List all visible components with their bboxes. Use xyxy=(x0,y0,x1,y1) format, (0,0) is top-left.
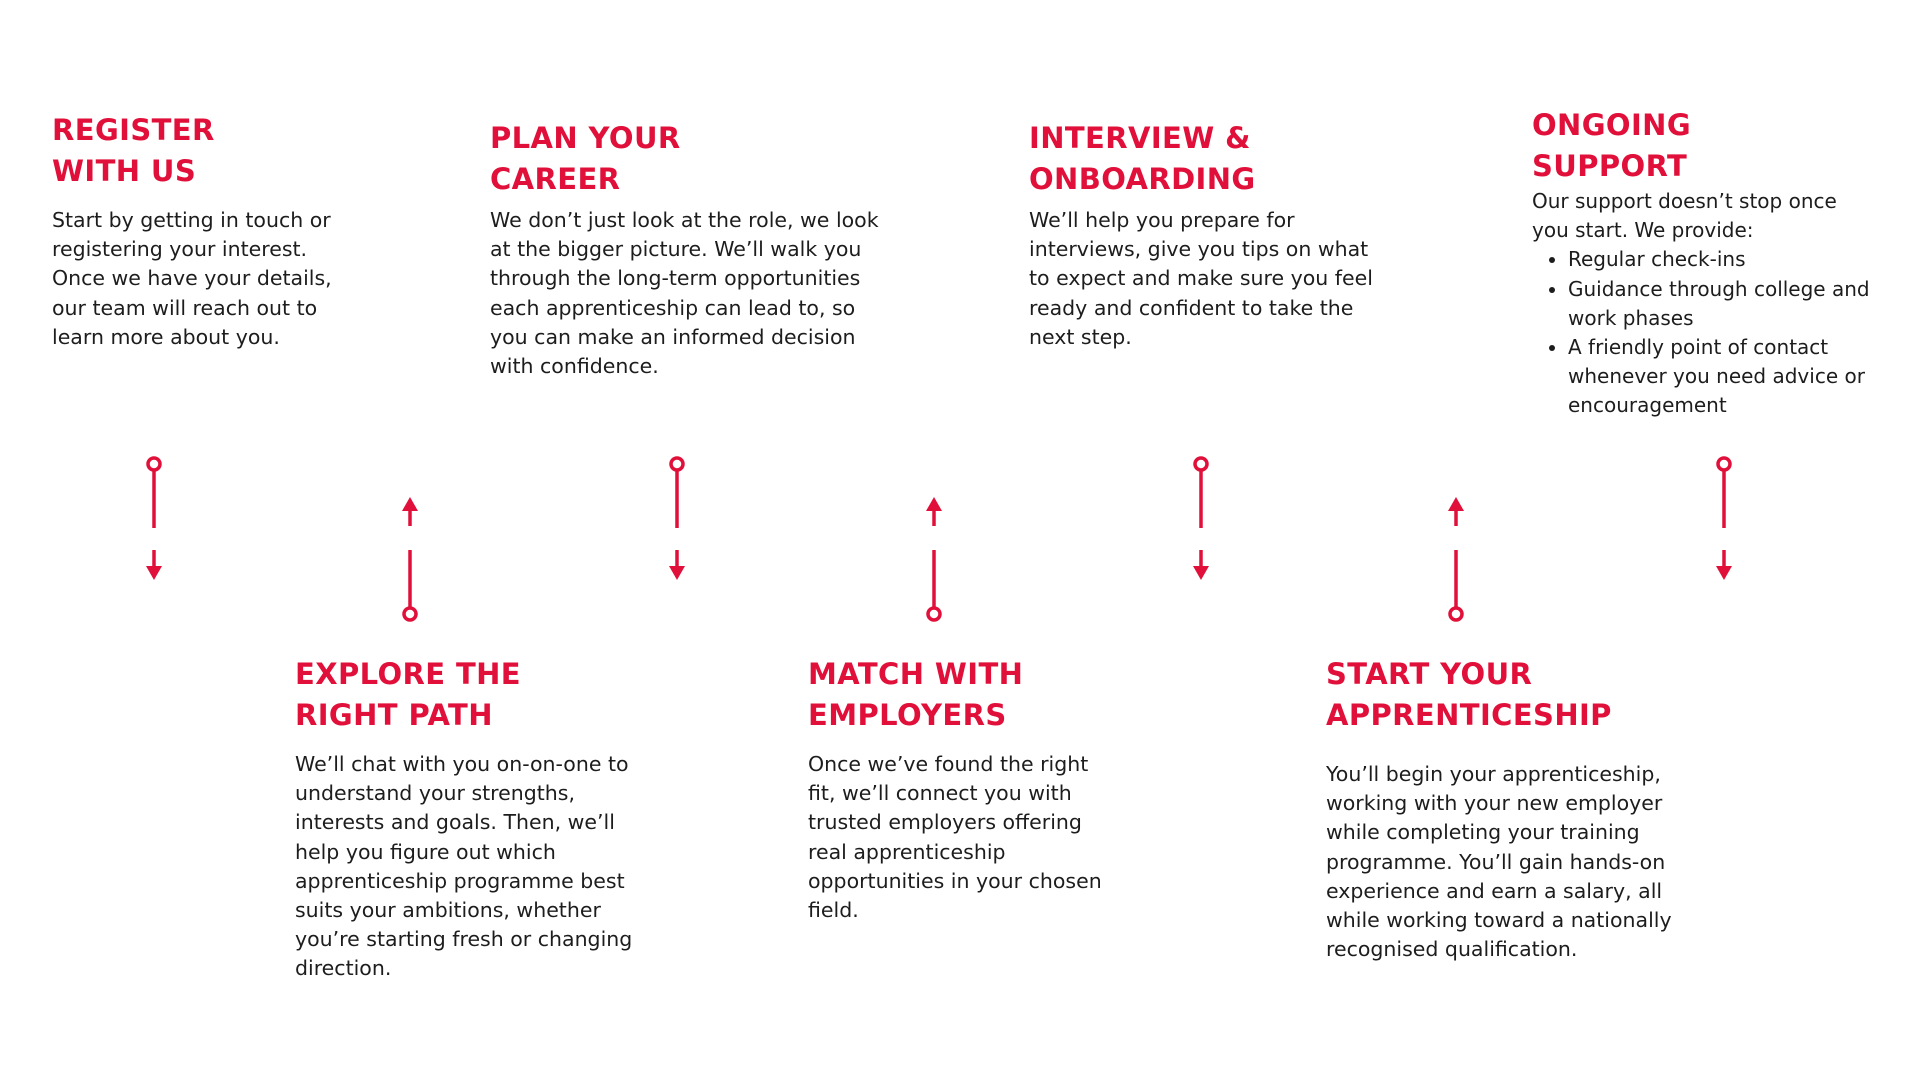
connector-node xyxy=(146,456,162,472)
step-start: START YOUR APPRENTICESHIP You’ll begin y… xyxy=(1326,654,1716,964)
arrow-up-icon xyxy=(402,497,418,526)
step-title: ONGOING SUPPORT xyxy=(1532,105,1892,187)
step-intro: Our support doesn’t stop once you start.… xyxy=(1532,189,1837,243)
step-ongoing-support: ONGOING SUPPORT Our support doesn’t stop… xyxy=(1532,105,1892,421)
step-title-line2: APPRENTICESHIP xyxy=(1326,698,1612,732)
arrow-down-icon xyxy=(669,550,685,580)
arrow-down-icon xyxy=(1193,550,1209,580)
arrow-up-icon xyxy=(1448,497,1464,526)
connector-node xyxy=(1448,606,1464,622)
step-match: MATCH WITH EMPLOYERS Once we’ve found th… xyxy=(808,654,1128,925)
step-description: Start by getting in touch or registering… xyxy=(52,208,332,349)
step-title-line1: EXPLORE THE xyxy=(295,657,522,691)
list-item: A friendly point of contact whenever you… xyxy=(1568,333,1898,421)
connector-node xyxy=(1716,456,1732,472)
step-title-line2: CAREER xyxy=(490,162,621,196)
arrow-down-icon xyxy=(1716,550,1732,580)
step-description: We’ll chat with you on-on-one to underst… xyxy=(295,752,633,981)
connector-node xyxy=(669,456,685,472)
step-title: MATCH WITH EMPLOYERS xyxy=(808,654,1128,736)
connector-up xyxy=(1448,497,1464,622)
step-title-line2: EMPLOYERS xyxy=(808,698,1007,732)
connector-up xyxy=(926,497,942,622)
support-list: Regular check-ins Guidance through colle… xyxy=(1532,245,1898,420)
step-title-line2: WITH US xyxy=(52,154,197,188)
connector-node xyxy=(402,606,418,622)
step-title: EXPLORE THE RIGHT PATH xyxy=(295,654,665,736)
step-title: REGISTER WITH US xyxy=(52,110,352,192)
step-description: We’ll help you prepare for interviews, g… xyxy=(1029,208,1373,349)
step-plan: PLAN YOUR CAREER We don’t just look at t… xyxy=(490,118,890,381)
step-title-line1: ONGOING xyxy=(1532,108,1692,142)
step-title-line1: START YOUR xyxy=(1326,657,1533,691)
step-interview: INTERVIEW & ONBOARDING We’ll help you pr… xyxy=(1029,118,1389,352)
step-description: You’ll begin your apprenticeship, workin… xyxy=(1326,762,1672,962)
arrow-up-icon xyxy=(926,497,942,526)
step-title-line1: PLAN YOUR xyxy=(490,121,681,155)
step-title: START YOUR APPRENTICESHIP xyxy=(1326,654,1716,736)
step-title-line2: RIGHT PATH xyxy=(295,698,493,732)
list-item: Guidance through college and work phases xyxy=(1568,275,1898,333)
connector-up xyxy=(402,497,418,622)
connector-node xyxy=(926,606,942,622)
connector-node xyxy=(1193,456,1209,472)
connector-down xyxy=(146,456,162,580)
arrow-down-icon xyxy=(146,550,162,580)
step-title-line2: ONBOARDING xyxy=(1029,162,1256,196)
step-title: PLAN YOUR CAREER xyxy=(490,118,890,200)
list-item: Regular check-ins xyxy=(1568,245,1898,274)
step-title-line1: INTERVIEW & xyxy=(1029,121,1251,155)
step-title-line2: SUPPORT xyxy=(1532,149,1688,183)
step-title-line1: REGISTER xyxy=(52,113,215,147)
step-description: We don’t just look at the role, we look … xyxy=(490,208,879,379)
connector-down xyxy=(669,456,685,580)
step-explore: EXPLORE THE RIGHT PATH We’ll chat with y… xyxy=(295,654,665,984)
step-title-line1: MATCH WITH xyxy=(808,657,1024,691)
connector-down xyxy=(1716,456,1732,580)
step-title: INTERVIEW & ONBOARDING xyxy=(1029,118,1389,200)
step-register: REGISTER WITH US Start by getting in tou… xyxy=(52,110,352,352)
step-description: Once we’ve found the right fit, we’ll co… xyxy=(808,752,1102,923)
connector-down xyxy=(1193,456,1209,580)
